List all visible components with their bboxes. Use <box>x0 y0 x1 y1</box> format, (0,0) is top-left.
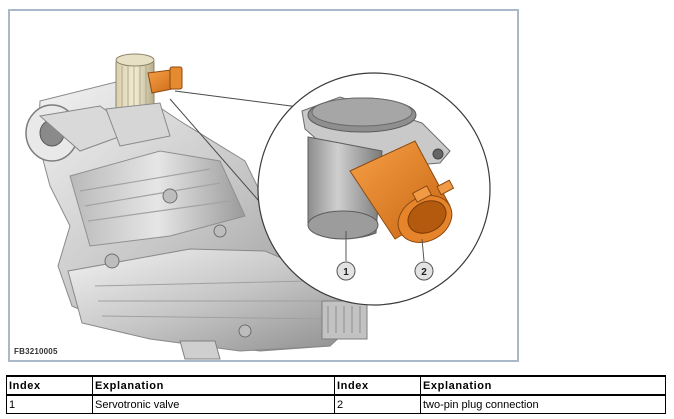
legend-header-row: Index Explanation Index Explanation <box>6 375 666 396</box>
figure-code: FB3210005 <box>14 347 58 356</box>
callout-1: 1 <box>336 261 356 281</box>
header-explanation-2: Explanation <box>420 375 666 396</box>
header-explanation-1: Explanation <box>92 375 335 396</box>
header-index-1: Index <box>6 375 93 396</box>
row-index-2: 2 <box>334 394 421 414</box>
figure-frame: 1 2 FB3210005 <box>8 9 519 362</box>
table-row: 1 Servotronic valve 2 two-pin plug conne… <box>6 394 666 414</box>
header-index-2: Index <box>334 375 421 396</box>
legend-table: Index Explanation Index Explanation 1 Se… <box>6 375 666 414</box>
servotronic-valve-on-housing <box>105 53 183 147</box>
row-index-1: 1 <box>6 394 93 414</box>
zoom-leader-top <box>174 90 300 108</box>
callout-2: 2 <box>414 261 434 281</box>
steering-gear-illustration: 1 2 <box>25 53 491 360</box>
row-explanation-1: Servotronic valve <box>92 394 335 414</box>
zoom-detail-circle <box>257 72 491 306</box>
row-explanation-2: two-pin plug connection <box>420 394 666 414</box>
steering-gear-housing <box>25 80 368 360</box>
zoom-leader-bottom <box>169 98 273 217</box>
callout-2-number: 2 <box>421 267 427 278</box>
callout-1-number: 1 <box>343 267 349 278</box>
